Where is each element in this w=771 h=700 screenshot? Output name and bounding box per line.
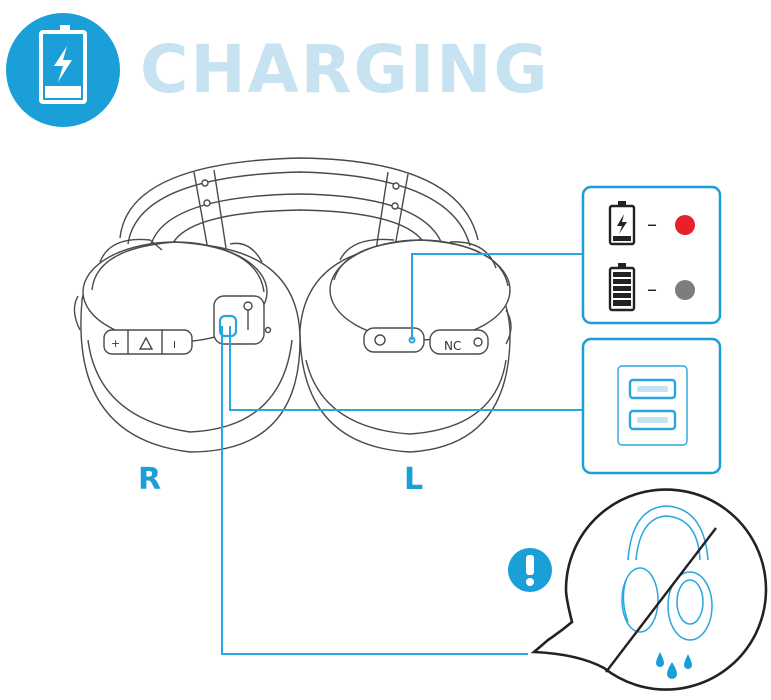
indicator-dash: – (647, 212, 657, 236)
connector-lines (221, 253, 582, 655)
headband (119, 157, 479, 253)
indicator-dash: – (647, 277, 657, 301)
indicator-panel (581, 185, 722, 325)
battery-charging-icon (6, 13, 120, 127)
left-buttons (363, 327, 489, 355)
noise-cancel-button-label: NC (444, 339, 462, 353)
power-button-label: I (173, 340, 176, 351)
battery-full-icon (608, 263, 636, 312)
right-buttons (103, 295, 265, 355)
usb-port-panel (581, 337, 722, 475)
grey-led-dot (675, 280, 695, 300)
left-side-label: L (404, 462, 424, 497)
usb-port-icon (617, 365, 688, 446)
exclamation-icon (508, 548, 552, 592)
no-water-headphones-icon (530, 488, 768, 691)
volume-up-label: + (111, 337, 121, 350)
right-side-label: R (138, 462, 162, 497)
red-led-dot (675, 215, 695, 235)
battery-charging-icon (608, 201, 636, 246)
page-title: CHARGING (140, 31, 550, 108)
